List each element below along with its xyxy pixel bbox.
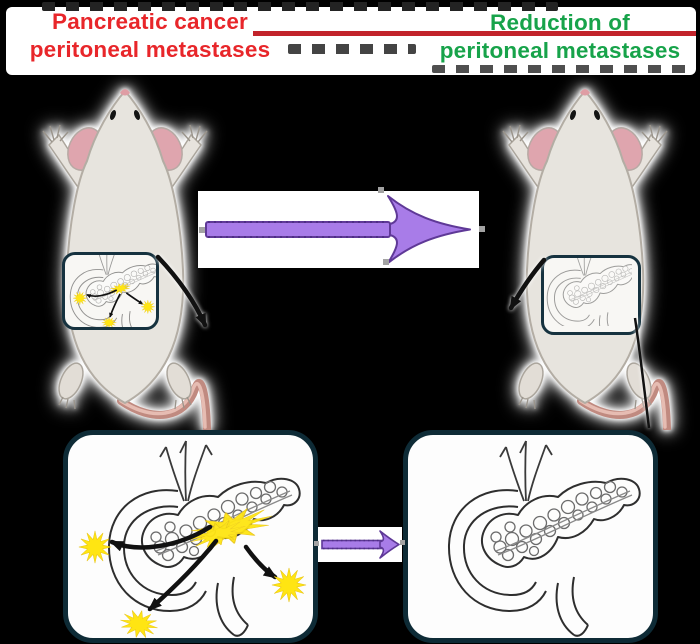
artifact-dashes bbox=[42, 2, 558, 11]
selection-handle[interactable] bbox=[314, 541, 319, 546]
spread-arrows bbox=[86, 289, 144, 318]
inset-metastatic-pancreas bbox=[62, 252, 159, 330]
artifact-dashes bbox=[288, 44, 416, 54]
title-right-line2: peritoneal metastases bbox=[439, 38, 681, 63]
title-left-line2: peritoneal metastases bbox=[29, 37, 271, 62]
mini-pancreas-drawing bbox=[546, 258, 632, 326]
treatment-arrow-backdrop bbox=[198, 191, 479, 268]
small-arrow-backdrop bbox=[318, 527, 402, 562]
panel-metastatic-pancreas bbox=[63, 430, 318, 643]
selection-handle[interactable] bbox=[378, 187, 384, 193]
title-right-line1: Reduction of bbox=[490, 10, 630, 35]
title-reduction: Reduction of peritoneal metastases bbox=[416, 9, 700, 65]
selection-handle[interactable] bbox=[479, 226, 485, 232]
selection-handle[interactable] bbox=[199, 227, 205, 233]
title-background bbox=[6, 7, 696, 75]
small-treatment-arrow bbox=[321, 530, 400, 559]
red-divider-line bbox=[253, 31, 696, 36]
title-left-line1: Pancreatic cancer bbox=[51, 9, 249, 34]
artifact-dashes bbox=[432, 65, 688, 73]
title-pancreatic-cancer: Pancreatic cancer peritoneal metastases bbox=[2, 8, 298, 64]
pancreas-drawing bbox=[447, 440, 641, 637]
spread-arrows bbox=[109, 524, 278, 612]
treatment-arrow bbox=[205, 195, 471, 264]
panel-clean-pancreas bbox=[403, 430, 658, 643]
inset-clean-pancreas bbox=[541, 255, 641, 335]
selection-handle[interactable] bbox=[400, 540, 405, 545]
selection-handle[interactable] bbox=[383, 259, 389, 265]
